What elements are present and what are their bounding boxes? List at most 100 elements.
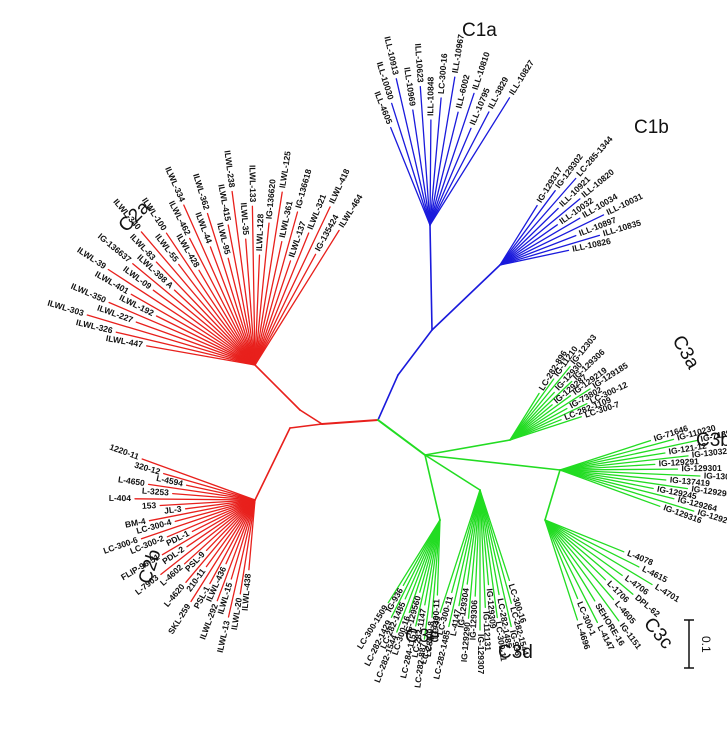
c3-stem	[377, 419, 426, 456]
leaf-label-c2b: 153	[142, 500, 157, 511]
leaf-branch	[499, 234, 601, 266]
leaf-label-c1a: ILL-10848	[425, 76, 435, 116]
leaf-branch	[544, 519, 579, 621]
leaf-branch	[254, 206, 331, 366]
root-branch	[321, 419, 379, 425]
scale-bar: 0.1	[684, 619, 713, 669]
leaf-label-c2b: ILWL-20	[229, 597, 244, 631]
leaf-label-c2b: ILWL-438	[240, 573, 253, 611]
leaf-branch	[499, 207, 559, 266]
leaf-branch	[155, 261, 256, 366]
leaf-branch	[559, 439, 652, 471]
leaf-label-c2a: ILWL-362	[191, 172, 212, 211]
leaf-branch	[479, 489, 498, 619]
leaf-branch	[479, 489, 490, 586]
leaf-branch	[429, 111, 490, 226]
leaf-branch	[134, 498, 256, 501]
leaf-branch	[429, 97, 511, 226]
leaf-branch	[559, 469, 689, 490]
leaf-branch	[509, 403, 588, 441]
leaf-branch	[227, 499, 256, 618]
c3b-stem	[424, 454, 561, 471]
leaf-branch	[254, 222, 270, 366]
leaf-branch	[431, 519, 441, 618]
leaf-label-c2a: ILWL-238	[222, 150, 237, 189]
leaf-branch	[429, 127, 472, 226]
leaf-branch	[509, 388, 591, 441]
leaf-label-c2b: ILWL-13	[215, 619, 232, 653]
leaf-label-c1a: ILL-10827	[507, 58, 536, 97]
leaf-branch	[544, 519, 579, 600]
leaf-branch	[254, 254, 261, 366]
leaf-branch	[185, 484, 256, 501]
leaf-branch	[166, 499, 256, 538]
c2a-stem-2	[254, 364, 301, 411]
leaf-label-c3b: IG-129291	[658, 456, 699, 468]
leaf-branch	[544, 519, 607, 581]
leaf-branch	[544, 519, 615, 601]
leaf-branch	[479, 489, 512, 628]
leaf-branch	[509, 380, 573, 441]
leaf-branch	[191, 499, 256, 533]
leaf-branch	[544, 519, 625, 553]
leaf-branch	[544, 519, 596, 602]
leaf-label-c2b: L-3253	[142, 486, 170, 498]
leaf-branch	[390, 126, 431, 226]
leaf-branch	[429, 92, 475, 226]
leaf-label-c1a: ILL-10623	[413, 43, 426, 83]
leaf-branch	[544, 519, 640, 568]
leaf-branch	[186, 499, 256, 548]
leaf-label-c2a: ILWL-125	[277, 150, 293, 189]
leaf-label-c3d: IG-112131	[481, 611, 493, 651]
leaf-branch	[159, 499, 256, 507]
leaf-branch	[135, 321, 256, 366]
leaf-branch	[387, 519, 441, 604]
leaf-branch	[107, 268, 256, 366]
leaf-branch	[479, 489, 486, 609]
leaf-branch	[205, 499, 256, 552]
leaf-label-c2b: L-4650	[117, 474, 145, 488]
leaf-branch	[225, 499, 256, 565]
c3c-stem	[544, 469, 561, 521]
leaf-label-c2b: JL-3	[164, 504, 183, 516]
leaf-branch	[254, 253, 317, 366]
leaf-branch	[178, 263, 256, 366]
leaf-branch	[559, 469, 654, 490]
c1a-stem	[429, 224, 433, 331]
leaf-branch	[509, 407, 568, 441]
c3a-stem	[424, 439, 511, 456]
leaf-branch	[544, 519, 620, 622]
leaf-branch	[108, 301, 256, 366]
leaf-label-c3b: IG-137419	[669, 475, 710, 489]
leaf-branch	[206, 212, 256, 366]
leaf-branch	[509, 416, 582, 441]
clade-label-c1a: C1a	[462, 20, 497, 41]
leaf-branch	[429, 97, 442, 226]
leaf-branch	[544, 519, 653, 586]
leaf-branch	[251, 205, 256, 366]
leaf-branch	[185, 499, 256, 583]
leaf-branch	[395, 78, 431, 226]
leaf-branch	[479, 489, 500, 596]
leaf-label-c2b: 1220-11	[108, 442, 141, 462]
leaf-branch	[160, 499, 256, 576]
leaf-label-c2a: ILWL-415	[216, 183, 233, 222]
leaf-label-c1a: LC-300-16	[436, 53, 450, 95]
leaf-label-c3e: LC-300-8	[423, 620, 436, 657]
leaf-branch	[559, 469, 701, 477]
leaf-branch	[141, 458, 256, 501]
leaf-branch	[429, 76, 456, 226]
leaf-branch	[231, 190, 256, 366]
leaf-label-c3d: IG-129290	[459, 621, 473, 662]
c2b-stem	[289, 423, 323, 429]
leaf-label-c3c: L-4701	[653, 582, 681, 605]
leaf-label-c2b: 320-12	[133, 460, 161, 477]
c1-stem-2	[397, 329, 433, 376]
leaf-branch	[140, 231, 256, 366]
leaf-branch	[559, 439, 698, 471]
leaf-label-c1b: ILL-10826	[571, 236, 612, 254]
leaf-branch	[254, 260, 292, 366]
leaf-branch	[227, 224, 256, 366]
leaf-branch	[165, 232, 256, 366]
leaf-branch	[429, 111, 459, 226]
